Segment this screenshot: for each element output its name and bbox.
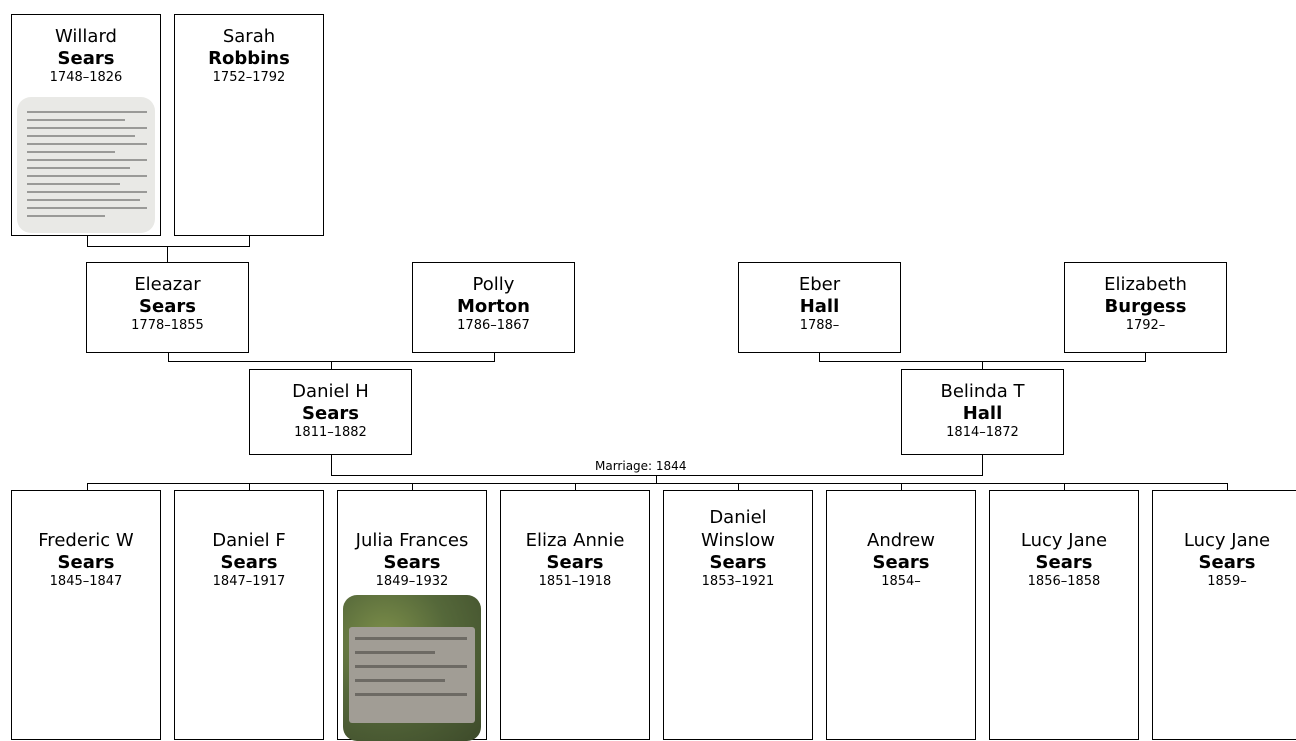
surname: Robbins: [208, 48, 290, 69]
life-dates: 1778–1855: [131, 318, 204, 333]
connector-line: [168, 353, 169, 362]
surname: Sears: [220, 552, 278, 573]
person-card-daniel-h-sears[interactable]: Daniel H Sears 1811–1882: [249, 369, 412, 455]
life-dates: 1851–1918: [538, 574, 612, 589]
surname: Sears: [1035, 552, 1093, 573]
connector-line: [87, 236, 88, 247]
connector-line: [87, 483, 88, 491]
given-name: Elizabeth: [1104, 274, 1187, 295]
connector-line: [249, 236, 250, 247]
given-name: Eliza Annie: [525, 530, 625, 551]
surname: Morton: [457, 296, 530, 317]
connector-line: [494, 353, 495, 362]
life-dates: 1845–1847: [49, 574, 123, 589]
person-card-elizabeth-burgess[interactable]: Elizabeth Burgess 1792–: [1064, 262, 1227, 353]
life-dates: 1814–1872: [946, 425, 1019, 440]
connector-line: [1145, 353, 1146, 362]
connector-line: [738, 483, 739, 491]
person-card-child[interactable]: Andrew Sears 1854–: [826, 490, 976, 740]
person-card-child[interactable]: Daniel F Sears 1847–1917: [174, 490, 324, 740]
given-name: Lucy Jane: [1183, 530, 1271, 551]
connector-line: [331, 361, 332, 370]
surname: Sears: [302, 403, 359, 424]
connector-line: [656, 475, 657, 484]
connector-line: [331, 455, 332, 476]
person-card-eleazar-sears[interactable]: Eleazar Sears 1778–1855: [86, 262, 249, 353]
life-dates: 1752–1792: [212, 70, 286, 85]
surname: Sears: [139, 296, 196, 317]
life-dates: 1856–1858: [1027, 574, 1101, 589]
gravestone-photo-thumbnail[interactable]: [343, 595, 481, 741]
life-dates: 1849–1932: [375, 574, 449, 589]
life-dates: 1854–: [881, 574, 921, 589]
person-card-child[interactable]: Lucy Jane Sears 1856–1858: [989, 490, 1139, 740]
life-dates: 1786–1867: [457, 318, 530, 333]
connector-line: [167, 246, 168, 263]
given-name: Belinda T: [940, 381, 1025, 402]
surname: Sears: [383, 552, 441, 573]
connector-line: [87, 483, 1228, 484]
connector-line: [412, 483, 413, 491]
given-name: Eber: [798, 274, 841, 295]
person-card-child[interactable]: Frederic W Sears 1845–1847: [11, 490, 161, 740]
person-card-eber-hall[interactable]: Eber Hall 1788–: [738, 262, 901, 353]
connector-line: [575, 483, 576, 491]
connector-line: [1064, 483, 1065, 491]
life-dates: 1748–1826: [49, 70, 123, 85]
given-name: Daniel Winslow: [701, 507, 775, 551]
person-card-polly-morton[interactable]: Polly Morton 1786–1867: [412, 262, 575, 353]
marriage-label: Marriage: 1844: [593, 459, 689, 473]
surname: Sears: [1198, 552, 1256, 573]
surname: Burgess: [1104, 296, 1187, 317]
given-name: Julia Frances: [355, 530, 469, 551]
surname: Hall: [799, 296, 840, 317]
life-dates: 1859–: [1207, 574, 1247, 589]
connector-line: [819, 353, 820, 362]
surname: Hall: [962, 403, 1003, 424]
connector-line: [901, 483, 902, 491]
life-dates: 1792–: [1125, 318, 1166, 333]
connector-line: [331, 475, 983, 476]
surname: Sears: [546, 552, 604, 573]
connector-line: [249, 483, 250, 491]
document-photo-thumbnail[interactable]: [17, 97, 155, 233]
given-name: Lucy Jane: [1020, 530, 1108, 551]
surname: Sears: [709, 552, 767, 573]
life-dates: 1811–1882: [294, 425, 367, 440]
connector-line: [87, 246, 250, 247]
given-name: Polly: [472, 274, 515, 295]
person-card-child[interactable]: Daniel Winslow Sears 1853–1921: [663, 490, 813, 740]
life-dates: 1853–1921: [701, 574, 775, 589]
connector-line: [982, 361, 983, 370]
person-card-sarah-robbins[interactable]: Sarah Robbins 1752–1792: [174, 14, 324, 236]
given-name: Sarah: [222, 26, 276, 47]
person-card-child[interactable]: Julia Frances Sears 1849–1932: [337, 490, 487, 741]
given-name: Willard: [55, 26, 117, 47]
given-name: Eleazar: [134, 274, 201, 295]
given-name: Daniel H: [292, 381, 369, 402]
person-card-child[interactable]: Eliza Annie Sears 1851–1918: [500, 490, 650, 740]
given-name: Andrew: [867, 530, 935, 551]
person-card-willard-sears[interactable]: Willard Sears 1748–1826: [11, 14, 161, 236]
surname: Sears: [57, 552, 115, 573]
given-name: Daniel F: [212, 530, 286, 551]
connector-line: [1227, 483, 1228, 491]
person-card-child[interactable]: Lucy Jane Sears 1859–: [1152, 490, 1296, 740]
given-name: Frederic W: [38, 530, 134, 551]
life-dates: 1788–: [799, 318, 840, 333]
life-dates: 1847–1917: [212, 574, 286, 589]
person-card-belinda-t-hall[interactable]: Belinda T Hall 1814–1872: [901, 369, 1064, 455]
surname: Sears: [57, 48, 115, 69]
connector-line: [982, 455, 983, 476]
surname: Sears: [872, 552, 930, 573]
